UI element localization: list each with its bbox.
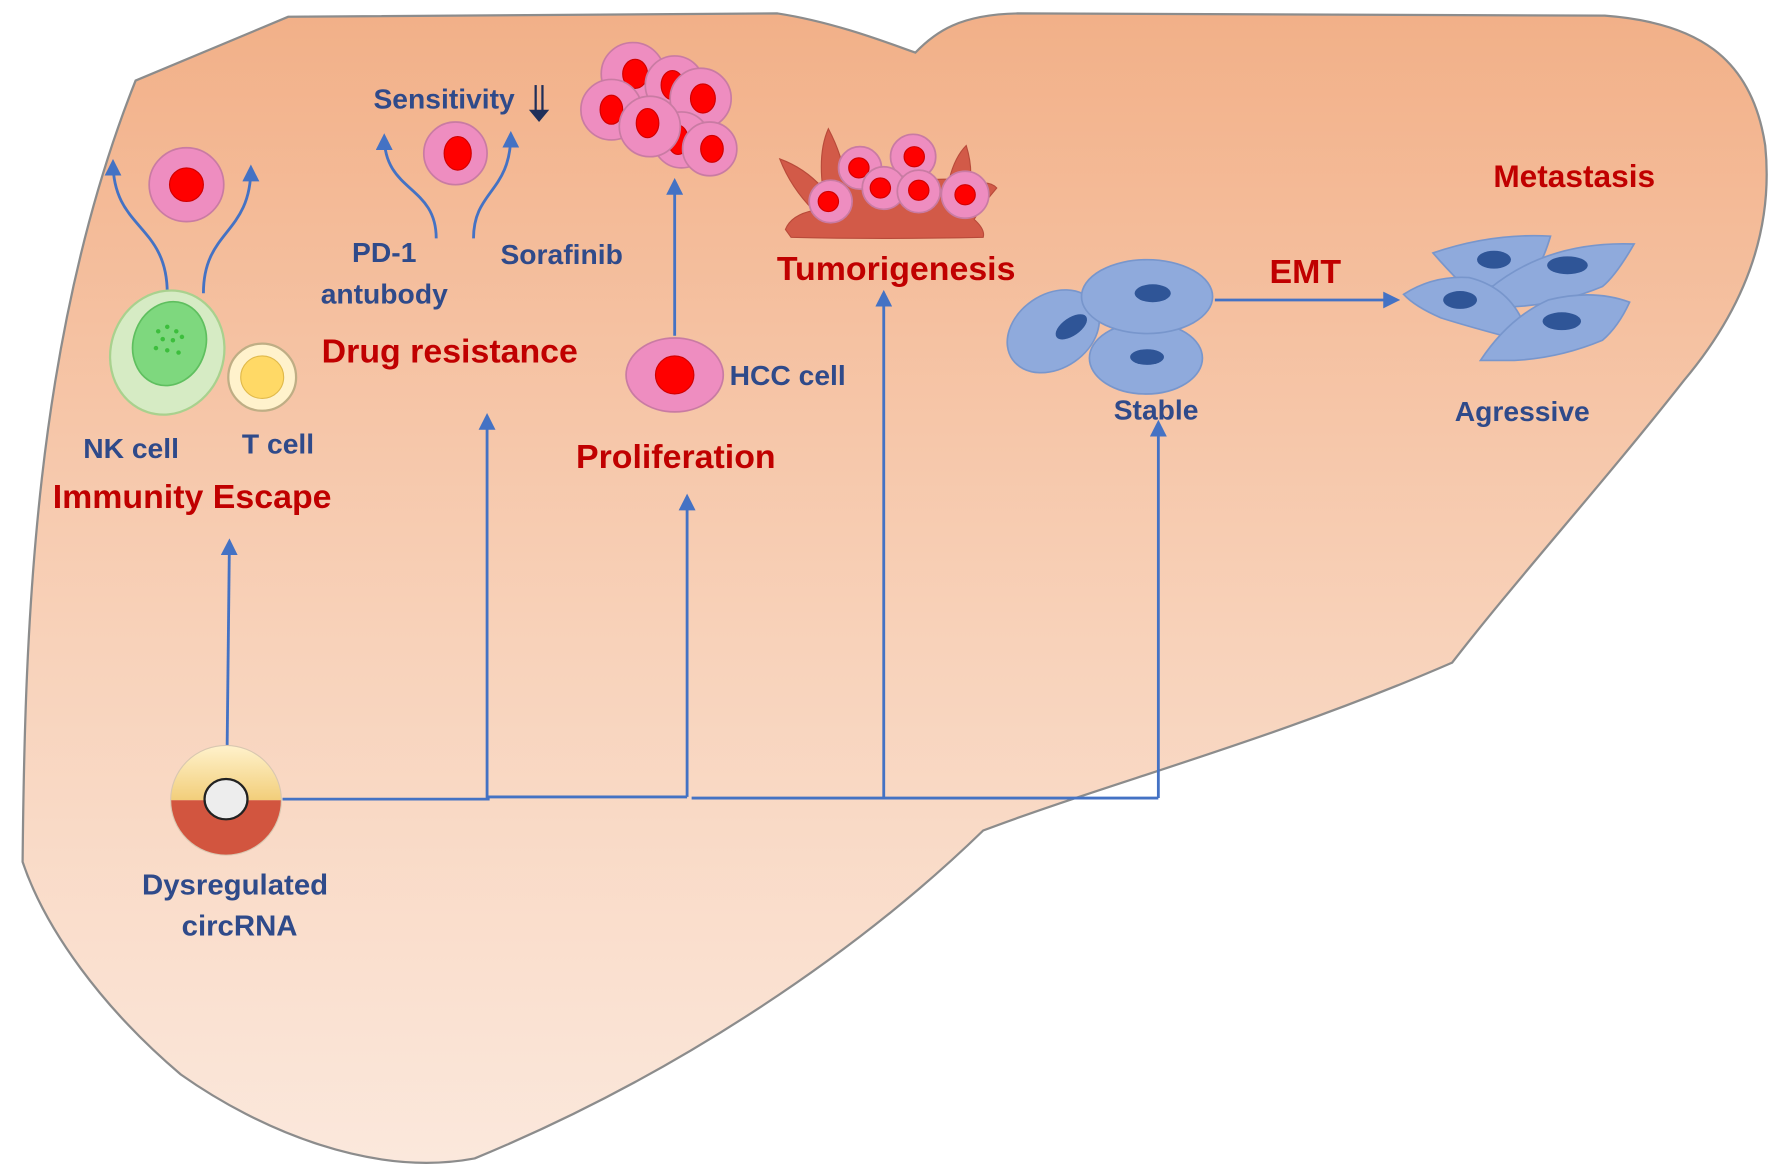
stable-label: Stable [1114, 395, 1199, 426]
proliferating-cell-cluster [580, 41, 738, 177]
pd1-arrow [375, 133, 438, 239]
drug-target-cell [422, 121, 488, 186]
t-cell-label: T cell [242, 428, 314, 459]
aggressive-cells [1402, 234, 1636, 362]
hcc-cell-label: HCC cell [730, 360, 846, 391]
tumor-cell-cluster [808, 133, 990, 224]
emt-label: EMT [1269, 253, 1341, 291]
circrna-icon [170, 744, 282, 856]
antibody-label: antubody [321, 278, 448, 309]
immunity-escape-label: Immunity Escape [53, 478, 332, 516]
hcc-cell-icon [625, 337, 725, 413]
escape-arrow-left [104, 158, 169, 294]
nk-cell-label: NK cell [83, 433, 179, 464]
immunity-arrow [220, 538, 238, 746]
t-cell-icon [227, 342, 298, 412]
escape-arrow-right [202, 164, 260, 294]
dysregulated-label: Dysregulated [142, 869, 328, 901]
sorafinib-arrow [472, 130, 520, 239]
nk-cell-icon [108, 289, 226, 416]
proliferation-label: Proliferation [576, 438, 776, 476]
double-down-arrow-icon [528, 85, 550, 123]
tumorigenesis-label: Tumorigenesis [777, 250, 1016, 288]
aggressive-label: Agressive [1455, 396, 1590, 427]
stable-cells [1006, 258, 1214, 395]
drug-resistance-label: Drug resistance [322, 333, 578, 371]
escaping-tumor-cell [148, 146, 225, 223]
sensitivity-label: Sensitivity [373, 84, 515, 115]
pd1-label: PD-1 [352, 237, 416, 268]
sorafinib-label: Sorafinib [500, 239, 622, 270]
metastasis-label: Metastasis [1493, 158, 1655, 194]
circrna-label: circRNA [182, 911, 298, 943]
